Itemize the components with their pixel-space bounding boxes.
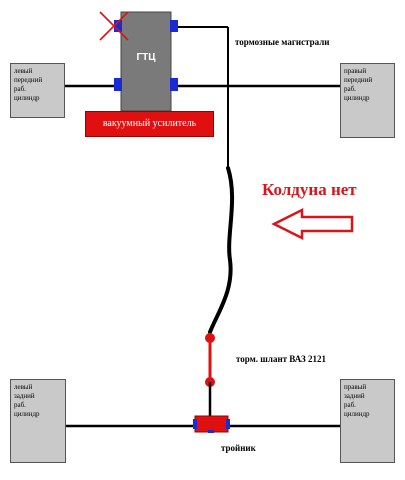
tee-port-right [226, 419, 230, 429]
wheel-text: раб. [14, 401, 26, 409]
gtc-port-top-right [170, 20, 178, 32]
wheel-text: левый [14, 383, 33, 391]
hose-label: торм. шлант ВАЗ 2121 [236, 354, 327, 364]
tee-port-left [193, 419, 197, 429]
wheel-text: цилиндр [344, 94, 370, 102]
no-regulator-label: Колдуна нет [262, 180, 357, 199]
flexible-hose [208, 166, 235, 334]
wheel-rear-left: левый задний раб. цилиндр [10, 379, 66, 463]
wheel-text: раб. [344, 401, 356, 409]
wheel-text: цилиндр [14, 94, 40, 102]
cross-mark-line-2 [99, 11, 129, 41]
wheel-text: раб. [14, 85, 26, 93]
wheel-rear-right: правый задний раб. цилиндр [340, 379, 395, 463]
brake-lines-label: тормозные магистрали [235, 37, 330, 47]
wheel-front-right: правый передний раб. цилиндр [340, 63, 395, 138]
wheel-text: раб. [344, 85, 356, 93]
wheel-text: цилиндр [14, 410, 40, 418]
wheel-text: цилиндр [344, 410, 370, 418]
tee-block [194, 415, 229, 433]
gtc-port-mid-right [170, 78, 178, 91]
wheel-front-left: левый передний раб. цилиндр [10, 63, 65, 118]
tee-label: тройник [221, 443, 256, 453]
master-cylinder-body [120, 11, 172, 112]
tee-port-bottom [208, 430, 214, 433]
wheel-text: передний [344, 76, 373, 84]
wheel-text: передний [14, 76, 43, 84]
gtc-port-top-left [114, 20, 122, 32]
wheel-text: задний [14, 392, 35, 400]
wheel-text: левый [14, 67, 33, 75]
hose-fitting-top [205, 333, 215, 343]
wheel-text: правый [344, 383, 367, 391]
gtc-port-mid-left [114, 78, 122, 91]
wheel-text: правый [344, 67, 367, 75]
vacuum-booster: вакуумный усилитель [85, 111, 214, 137]
master-cylinder-label: ГТЦ [136, 52, 156, 63]
wheel-text: задний [344, 392, 365, 400]
left-arrow-icon [271, 207, 354, 241]
